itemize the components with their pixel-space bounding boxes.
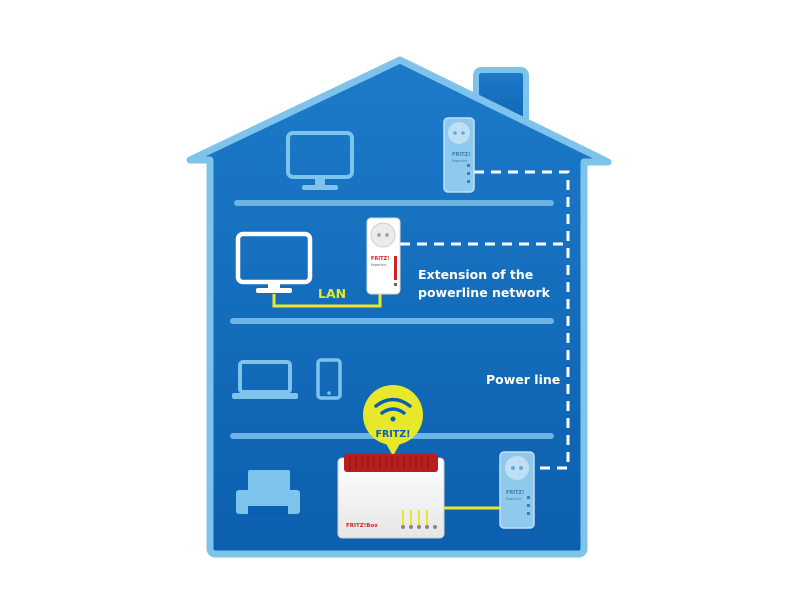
lan-label: LAN [318, 286, 346, 301]
router-logo-text: FRITZ!Box [346, 523, 378, 529]
lan-cable [272, 292, 382, 308]
house-outline [186, 56, 612, 558]
monitor-icon [286, 131, 354, 190]
laptop-icon [232, 360, 298, 399]
wifi-badge: FRITZ! [363, 385, 423, 456]
powerline-adapter-icon: FRITZ! Powerline [443, 117, 475, 193]
extension-label-line-2: powerline network [418, 285, 551, 300]
powerline-dashed-connection [400, 170, 570, 470]
powerline-adapter-icon: FRITZ! Powerline [499, 451, 535, 529]
monitor-icon [235, 231, 313, 293]
adapter-logo-text: FRITZ! [506, 490, 524, 496]
wifi-icon [374, 397, 412, 422]
router-icon: FRITZ!Box [337, 454, 445, 539]
router-status-leds [401, 510, 437, 529]
smartphone-icon [316, 358, 342, 400]
floor-line-1 [234, 200, 554, 206]
adapter-sub-text: Powerline [452, 159, 467, 163]
power-line-label: Power line [486, 372, 560, 387]
floor-line-2 [230, 318, 554, 324]
wifi-badge-text: FRITZ! [375, 429, 410, 440]
adapter-logo-text: FRITZ! [371, 256, 389, 262]
printer-icon [236, 470, 300, 516]
extension-label-line-1: Extension of the [418, 267, 533, 282]
adapter-sub-text: Powerline [371, 263, 386, 267]
powerline-adapter-icon: FRITZ! Powerline [366, 217, 401, 295]
router-vent [349, 456, 429, 470]
house [186, 56, 612, 558]
adapter-logo-text: FRITZ! [452, 152, 470, 158]
adapter-sub-text: Powerline [506, 497, 521, 501]
